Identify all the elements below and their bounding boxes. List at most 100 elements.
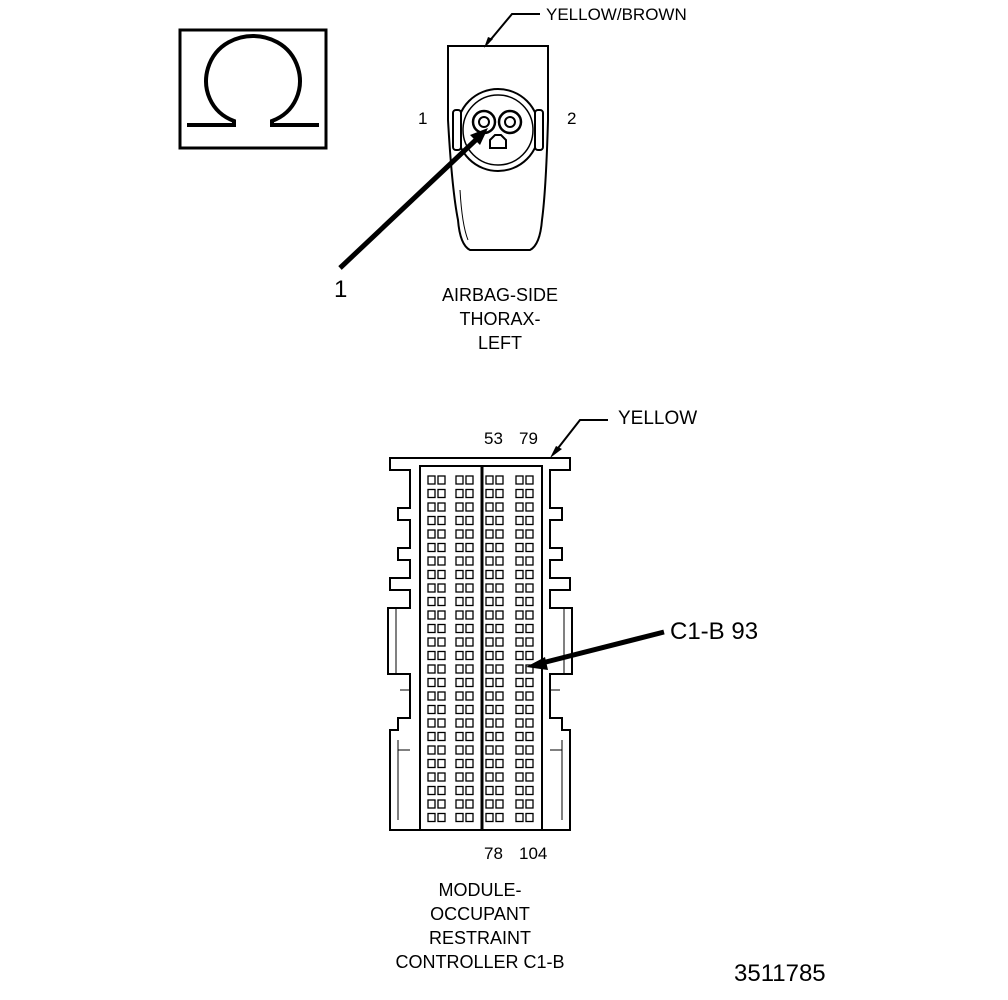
terminal-cavity [515,772,524,782]
terminal-cavity [465,731,474,742]
terminal-cavity [465,502,474,512]
terminal-cavity [437,731,446,742]
terminal-cavity [495,596,504,607]
caption-line: RESTRAINT [428,928,531,948]
terminal-cavity [427,731,436,742]
pin-label-78: 78 [484,844,503,863]
terminal-cavity [455,812,464,823]
terminal-cavity [427,569,436,580]
terminal-cavity [455,542,464,553]
pin-label-79: 79 [519,429,538,448]
terminal-cavity [495,515,504,526]
terminal-cavity [515,745,524,755]
terminal-cavity [515,718,524,728]
terminal-cavity [515,529,524,539]
terminal-cavity [525,515,534,526]
terminal-cavity [525,650,534,661]
terminal-cavity [485,785,494,796]
terminal-cavity [455,758,464,769]
terminal-cavity [427,502,436,512]
figure-id: 3511785 [734,960,826,987]
terminal-cavity [495,772,504,782]
terminal-cavity [485,515,494,526]
terminal-cavity [427,812,436,823]
terminal-cavity [515,691,524,701]
terminal-cavity [495,704,504,715]
terminal-cavity [427,475,436,485]
terminal-cavity [427,529,436,539]
terminal-cavity [525,623,534,634]
terminal-cavity [495,758,504,769]
terminal-cavity [515,799,524,809]
terminal-cavity [485,704,494,715]
terminal-cavity [427,650,436,661]
terminal-cavity [525,502,534,512]
terminal-cavity [437,637,446,647]
terminal-cavity [485,529,494,539]
terminal-cavity [437,650,446,661]
wire-color-label: YELLOW [618,408,698,429]
terminal-cavity [515,637,524,647]
terminal-cavity [485,596,494,607]
terminal-cavity [495,731,504,742]
terminal-cavity [485,718,494,728]
terminal-cavity [455,772,464,782]
terminal-cavity [455,691,464,701]
terminal-cavity [495,529,504,539]
terminal-cavity [495,745,504,755]
terminal-cavity [525,731,534,742]
connector-caption: AIRBAG-SIDE THORAX- LEFT [420,283,580,355]
terminal-cavity [525,637,534,647]
callout-label: 1 [334,276,348,303]
terminal-cavity [525,664,534,674]
caption-line: MODULE- [438,880,522,900]
terminal-cavity [515,488,524,499]
terminal-cavity [427,542,436,553]
terminal-cavity [515,650,524,661]
terminal-cavity [525,556,534,566]
terminal-cavity [495,610,504,620]
terminal-cavity [465,637,474,647]
terminal-cavity [427,799,436,809]
terminal-cavity [465,799,474,809]
terminal-cavity [427,758,436,769]
terminal-cavity [485,691,494,701]
terminal-cavity [437,623,446,634]
terminal-cavity [515,542,524,553]
terminal-cavity [465,623,474,634]
terminal-cavity [495,488,504,499]
terminal-cavity [455,664,464,674]
terminal-cavity [495,583,504,593]
terminal-cavity [455,488,464,499]
terminal-cavity [485,745,494,755]
terminal-cavity [465,758,474,769]
caption-line: THORAX- [459,309,541,329]
terminal-cavity [515,812,524,823]
terminal-cavity [515,583,524,593]
terminal-cavity [465,677,474,688]
terminal-cavity [437,475,446,485]
terminal-cavity [485,637,494,647]
terminal-cavity [455,556,464,566]
terminal-cavity [437,799,446,809]
terminal-cavity [495,556,504,566]
terminal-cavity [525,569,534,580]
terminal-cavity [455,569,464,580]
terminal-cavity [525,785,534,796]
terminal-cavity [515,623,524,634]
terminal-cavity [485,772,494,782]
terminal-cavity [427,772,436,782]
terminal-cavity [495,718,504,728]
terminal-cavity [485,677,494,688]
terminal-cavity [465,704,474,715]
terminal-cavity [525,542,534,553]
terminal-cavity [495,569,504,580]
terminal-cavity [465,772,474,782]
terminal-cavity [427,583,436,593]
terminal-cavity [525,596,534,607]
terminal-cavity [515,569,524,580]
terminal-cavity [465,583,474,593]
terminal-cavity [465,529,474,539]
terminal-cavity [427,556,436,566]
